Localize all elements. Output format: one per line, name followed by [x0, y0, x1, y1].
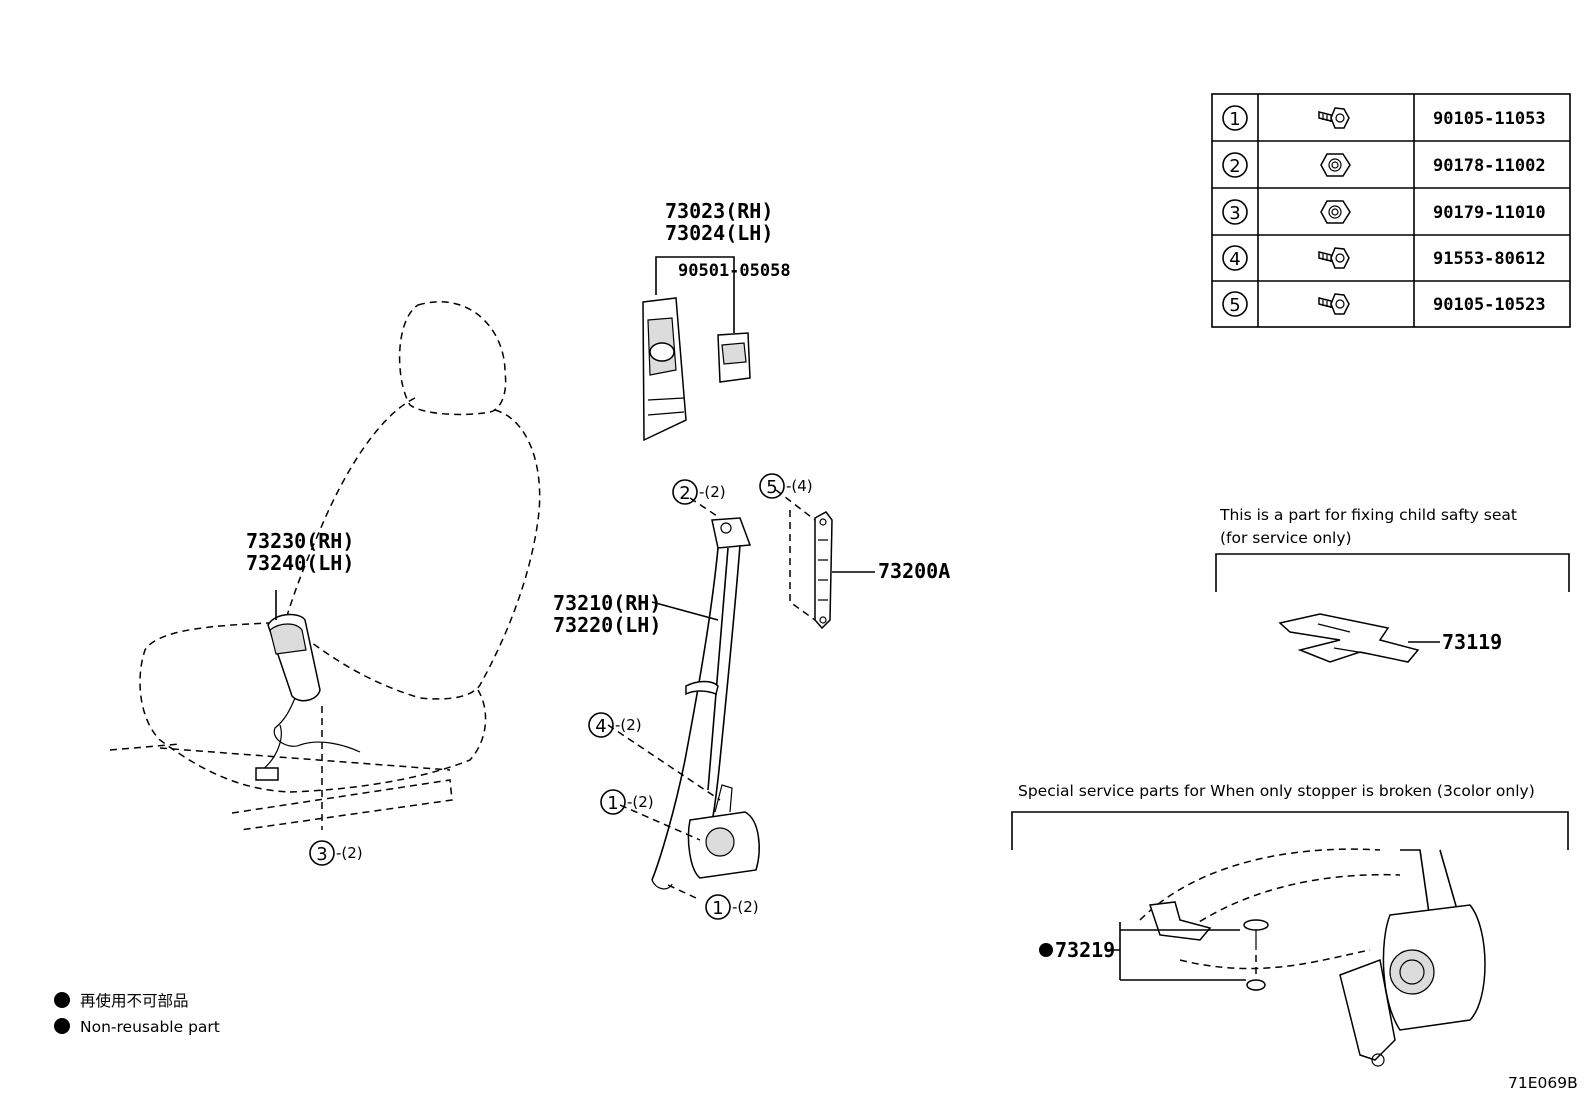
callout-3: 3 -(2) [309, 840, 363, 866]
row-1-part-no: 90105-11053 [1433, 109, 1546, 129]
callout-3-num: 3 [316, 844, 327, 865]
belt-lh-label: 73220(LH) [553, 613, 661, 637]
callout-5: 5 -(4) [759, 473, 813, 499]
bolt-icon [1318, 107, 1350, 129]
buckle-rh-label: 73230(RH) [246, 529, 354, 553]
callout-1a-num: 1 [607, 793, 618, 814]
table-row: 3 90179-11010 [1222, 199, 1546, 225]
row-2-part-no: 90178-11002 [1433, 156, 1546, 176]
callout-2-num: 2 [679, 483, 690, 504]
callout-leaders [607, 489, 816, 899]
callout-4-qty: -(2) [615, 716, 642, 734]
child-seat-note-line1: This is a part for fixing child safty se… [1219, 506, 1517, 524]
callout-1b-qty: -(2) [732, 898, 759, 916]
adjuster-label: 73200A [878, 559, 950, 583]
callout-1b: 1 -(2) [705, 894, 759, 920]
nut-icon [1320, 200, 1351, 224]
diagram-code: 71E069B [1508, 1074, 1578, 1092]
bolt-icon [1318, 293, 1350, 315]
pillar-trim-lh-label: 73024(LH) [665, 221, 773, 245]
bolt-icon [1318, 247, 1350, 269]
legend: 再使用不可部品 Non-reusable part [54, 992, 220, 1036]
table-row: 2 90178-11002 [1222, 152, 1546, 178]
buckle-illustration [255, 590, 361, 830]
non-reusable-marker [1039, 943, 1053, 957]
child-seat-part-label: 73119 [1442, 630, 1502, 654]
stopper-section: Special service parts for When only stop… [1011, 782, 1569, 1067]
stopper-part-label: 73219 [1055, 938, 1115, 962]
callout-2: 2 -(2) [672, 479, 726, 505]
adjuster-illustration [814, 511, 875, 630]
row-4-part-no: 91553-80612 [1433, 249, 1546, 269]
row-5-part-no: 90105-10523 [1433, 295, 1546, 315]
row-5-num: 5 [1229, 295, 1240, 316]
table-row: 5 90105-10523 [1222, 291, 1546, 317]
fastener-table: 1 90105-11053 2 90178-11002 3 [1211, 93, 1571, 328]
belt-rh-label: 73210(RH) [553, 591, 661, 615]
table-row: 4 91553-80612 [1222, 245, 1546, 271]
legend-jp: 再使用不可部品 [80, 992, 189, 1010]
callout-1b-num: 1 [712, 898, 723, 919]
callout-5-qty: -(4) [786, 477, 813, 495]
table-row: 1 90105-11053 [1222, 105, 1546, 131]
stopper-note: Special service parts for When only stop… [1018, 782, 1535, 800]
legend-dot-icon [54, 1018, 70, 1034]
row-1-num: 1 [1229, 109, 1240, 130]
belt-assembly-illustration [651, 517, 760, 890]
legend-dot-icon [54, 992, 70, 1008]
pillar-trim-illustration [642, 256, 751, 442]
clip-part-label: 90501-05058 [678, 261, 791, 281]
callout-1a: 1 -(2) [600, 789, 654, 815]
callout-5-num: 5 [766, 477, 777, 498]
legend-en: Non-reusable part [80, 1018, 220, 1036]
row-3-num: 3 [1229, 203, 1240, 224]
nut-icon [1320, 153, 1351, 177]
callout-1a-qty: -(2) [627, 793, 654, 811]
row-4-num: 4 [1229, 249, 1240, 270]
callout-2-qty: -(2) [699, 483, 726, 501]
row-2-num: 2 [1229, 156, 1240, 177]
callout-4-num: 4 [595, 716, 606, 737]
callout-3-qty: -(2) [336, 844, 363, 862]
row-3-part-no: 90179-11010 [1433, 203, 1546, 223]
child-seat-section: This is a part for fixing child safty se… [1215, 506, 1570, 663]
pillar-trim-rh-label: 73023(RH) [665, 199, 773, 223]
buckle-lh-label: 73240(LH) [246, 551, 354, 575]
callout-4: 4 -(2) [588, 712, 642, 738]
child-seat-note-line2: (for service only) [1220, 529, 1352, 547]
